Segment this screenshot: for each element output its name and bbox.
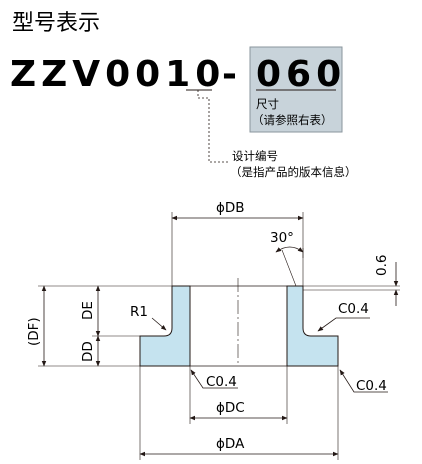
chamfer-right-leader xyxy=(317,317,370,332)
dim-dd-label: DD xyxy=(80,341,96,362)
design-note-line2: （是指产品的版本信息） xyxy=(230,165,357,179)
chamfer-inner-leader xyxy=(190,369,238,389)
dim-da-label: ϕDA xyxy=(216,436,245,452)
radius-label: R1 xyxy=(130,304,148,320)
chamfer-top-label: 0.6 xyxy=(374,255,390,276)
dim-db-label: ϕDB xyxy=(216,200,245,216)
page-title: 型号表示 xyxy=(12,11,100,36)
design-note-line1: 设计编号 xyxy=(232,149,278,163)
design-code-leader xyxy=(197,90,228,163)
part-section-left xyxy=(139,285,191,367)
chamfer-inner-label: C0.4 xyxy=(206,374,237,390)
model-prefix: ZZV0010 xyxy=(10,54,225,95)
radius-leader xyxy=(151,317,167,331)
dim-de-label: DE xyxy=(80,301,96,320)
angle-label: 30° xyxy=(270,230,294,246)
model-size-code: 060 xyxy=(256,54,346,95)
chamfer-outer-leader xyxy=(339,369,388,393)
chamfer-outer-label: C0.4 xyxy=(356,378,387,394)
size-note-line1: 尺寸 xyxy=(256,97,279,111)
dim-dc-label: ϕDC xyxy=(216,400,245,416)
size-note-line2: （请参照右表） xyxy=(252,113,333,127)
angle-taper-line xyxy=(281,249,297,287)
part-section-right xyxy=(286,285,339,367)
dim-df-label: (DF) xyxy=(26,317,42,346)
angle-arc xyxy=(275,246,304,253)
chamfer-right-label: C0.4 xyxy=(338,301,369,317)
model-dash: - xyxy=(222,54,242,95)
